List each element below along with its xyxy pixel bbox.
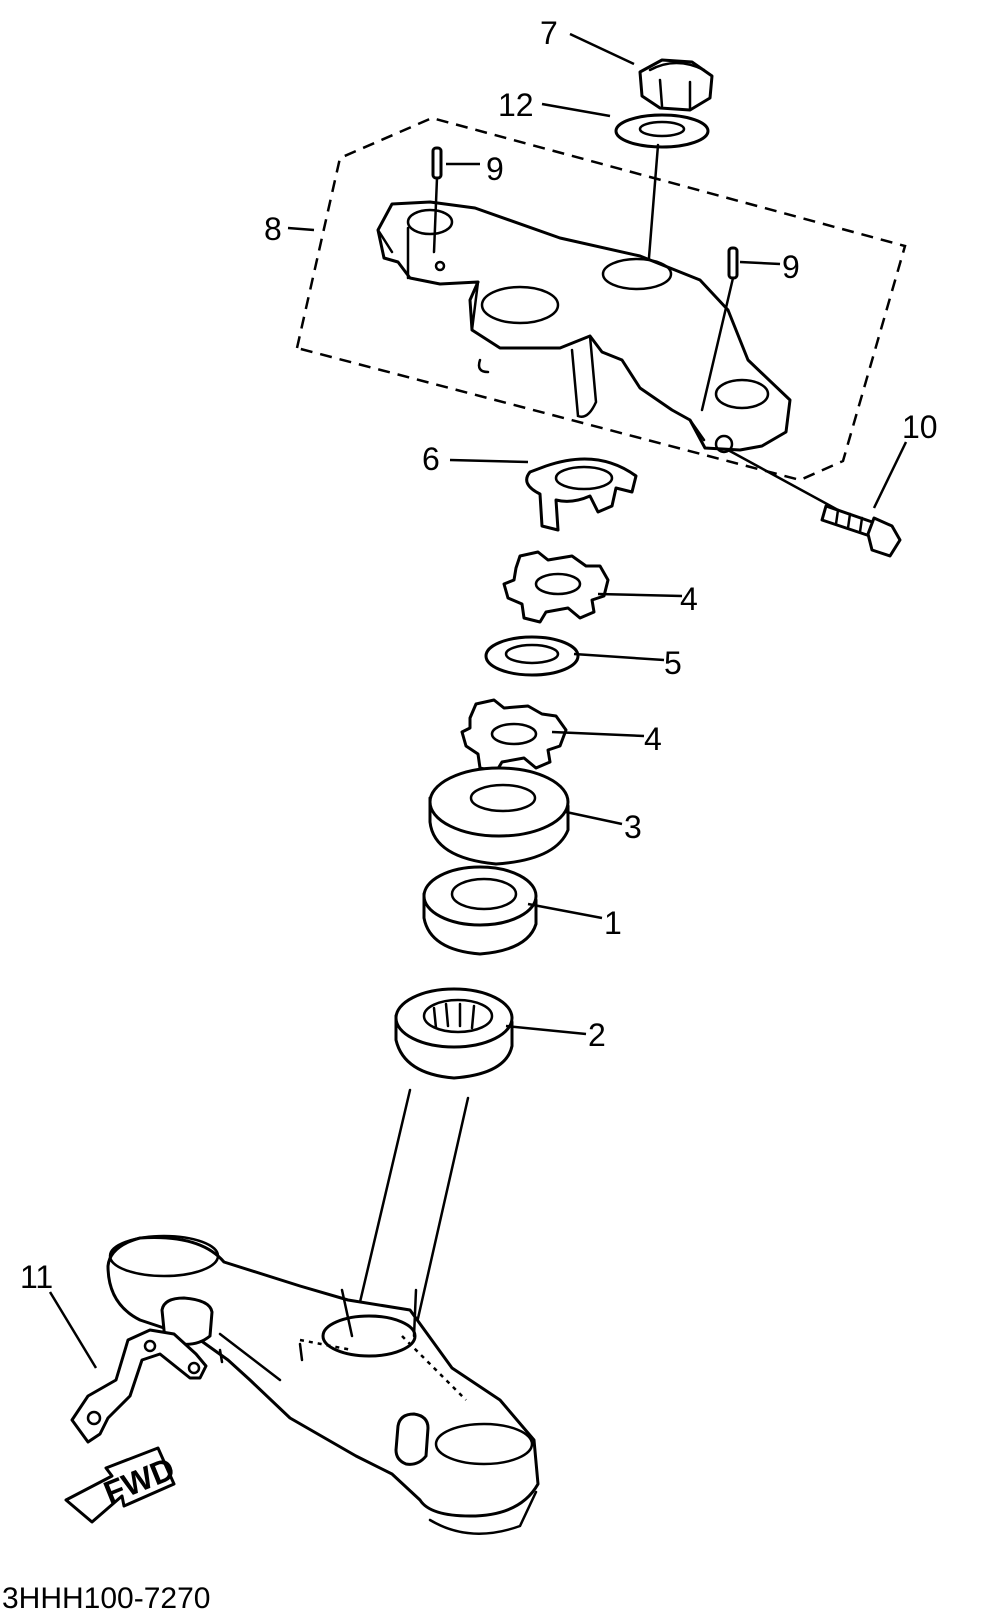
part-5-rubber-washer (484, 635, 580, 677)
callout-9-left: 9 (486, 151, 504, 187)
callout-3: 3 (624, 809, 642, 845)
part-4-ring-nut-upper (502, 550, 610, 624)
callout-2: 2 (588, 1017, 606, 1053)
part-4-ring-nut-lower (460, 698, 568, 774)
callout-5: 5 (664, 645, 682, 681)
part-9-pin-left (431, 146, 443, 254)
part-12-washer (614, 113, 710, 149)
callout-6: 6 (422, 441, 440, 477)
callout-4-lower: 4 (644, 721, 662, 757)
part-3-bearing-cover (428, 766, 570, 866)
callout-7: 7 (540, 15, 558, 51)
part-2-bearing-lower (394, 987, 514, 1080)
part-1-bearing-upper (422, 865, 538, 956)
callout-11: 11 (20, 1259, 53, 1295)
fwd-direction-arrow: FWD (64, 1446, 180, 1524)
callout-labels: 7 12 9 8 9 10 6 4 5 4 3 1 2 11 (20, 15, 938, 1295)
callout-9-right: 9 (782, 249, 800, 285)
part-7-cap-nut (638, 58, 714, 112)
diagram-code: 3HHH100-7270 (2, 1582, 210, 1615)
callout-12: 12 (498, 87, 534, 123)
callout-8: 8 (264, 211, 282, 247)
leader-lines (48, 32, 908, 1369)
part-6-lock-washer (525, 457, 638, 532)
part-10-bolt (726, 448, 902, 558)
part-8-upper-bracket-group (295, 116, 907, 482)
lower-bracket-with-stem (106, 1088, 540, 1535)
callout-10: 10 (902, 409, 938, 445)
part-11-bracket (70, 1328, 208, 1444)
callout-4-upper: 4 (680, 581, 698, 617)
callout-1: 1 (604, 905, 622, 941)
part-9-pin-right (700, 246, 739, 412)
